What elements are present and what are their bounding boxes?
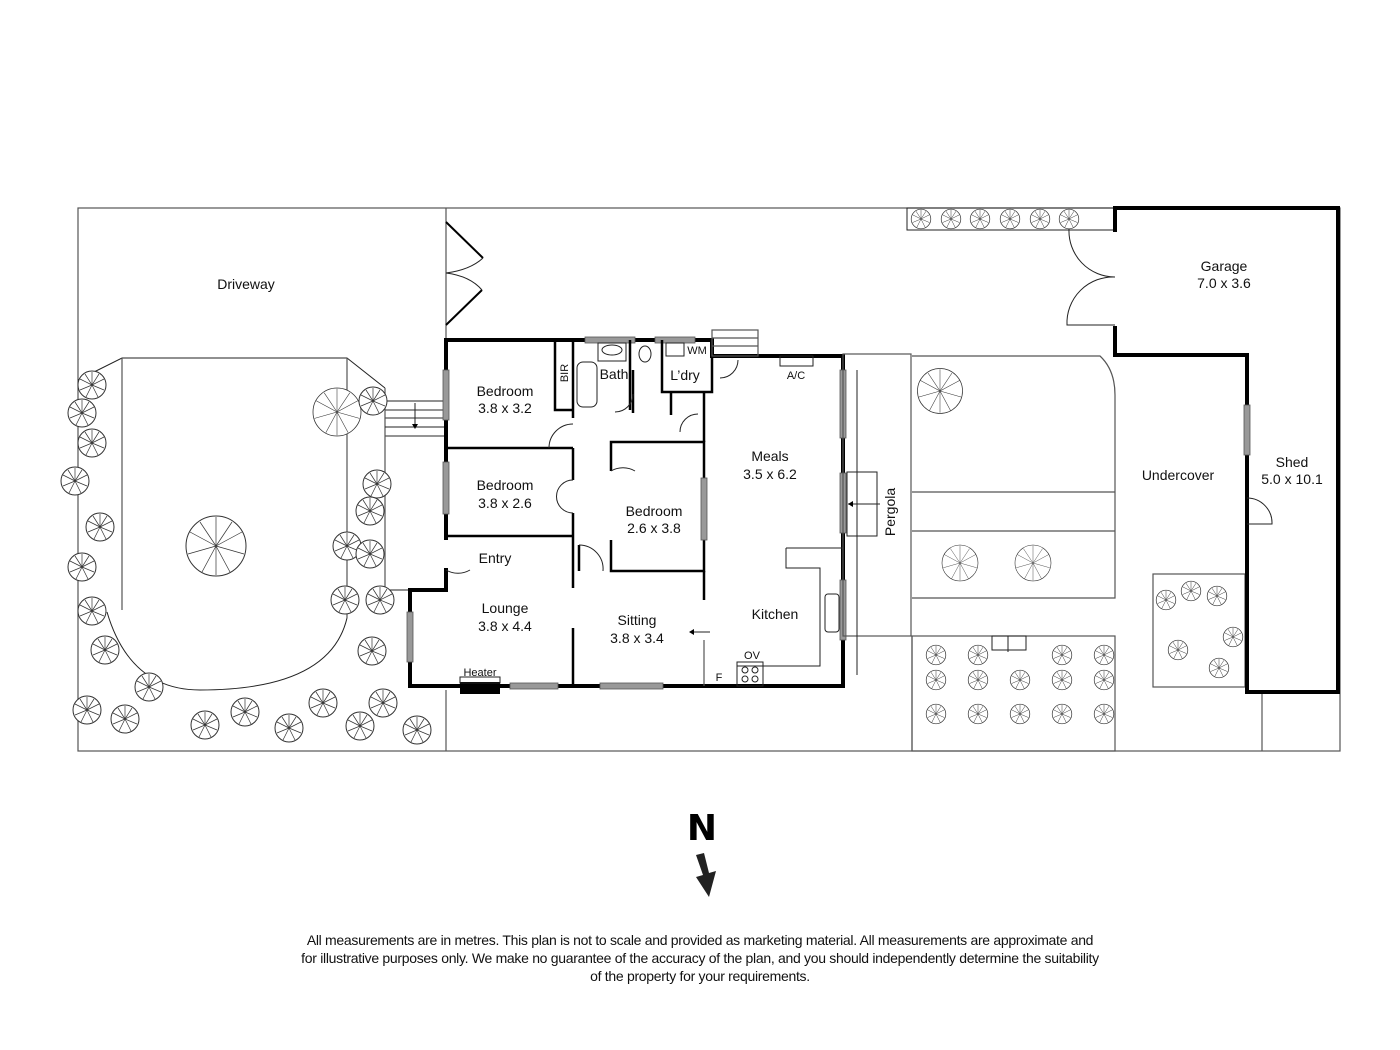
pergola-label: Pergola xyxy=(882,488,898,536)
tree-icon xyxy=(312,387,362,437)
driveway-label: Driveway xyxy=(217,276,275,292)
window xyxy=(442,461,450,515)
room-name: L’dry xyxy=(670,367,700,383)
sink-icon xyxy=(824,593,840,633)
tree-icon xyxy=(185,515,247,577)
vanity-icon xyxy=(597,342,627,362)
room-name: Bedroom xyxy=(477,383,534,399)
ac-unit-icon xyxy=(779,355,814,367)
north-arrow-icon xyxy=(696,853,716,897)
room-name: Sitting xyxy=(618,612,657,628)
fixture-label: WM xyxy=(687,345,707,357)
fixture-label: Heater xyxy=(463,667,496,679)
rear-yard xyxy=(842,207,1246,752)
window xyxy=(406,611,414,663)
room-size: 5.0 x 10.1 xyxy=(1261,471,1323,487)
room-name: Bath xyxy=(600,366,629,382)
window xyxy=(599,682,664,690)
room-size: 3.8 x 4.4 xyxy=(478,618,532,634)
washing-machine-icon xyxy=(665,342,685,357)
room-name: Garage xyxy=(1201,258,1248,274)
room-name: Shed xyxy=(1276,454,1309,470)
compass-label: N xyxy=(686,808,718,849)
room-name: BIR xyxy=(559,364,571,382)
room-name: Entry xyxy=(479,550,512,566)
window xyxy=(509,682,559,690)
bathtub-icon xyxy=(576,361,598,408)
labels: Driveway Bedroom 3.8 x 3.2 Bedroom 3.8 x… xyxy=(217,258,1323,684)
room-size: 3.8 x 2.6 xyxy=(478,495,532,511)
disclaimer-text: All measurements are in metres. This pla… xyxy=(301,932,1099,984)
room-size: 2.6 x 3.8 xyxy=(627,520,681,536)
room-name: Kitchen xyxy=(752,606,799,622)
driveway-gates xyxy=(445,221,484,326)
room-name: Meals xyxy=(751,448,788,464)
room-size: 3.8 x 3.2 xyxy=(478,400,532,416)
room-name: Bedroom xyxy=(477,477,534,493)
front-garden xyxy=(60,357,444,745)
room-name: Bedroom xyxy=(626,503,683,519)
garage-shed xyxy=(1066,206,1340,694)
room-size: 3.8 x 3.4 xyxy=(610,630,664,646)
window xyxy=(584,336,636,344)
room-size: 7.0 x 3.6 xyxy=(1197,275,1251,291)
cooktop-icon xyxy=(736,661,764,687)
heater-icon xyxy=(460,682,500,694)
room-name: Lounge xyxy=(482,600,529,616)
room-size: 3.5 x 6.2 xyxy=(743,466,797,482)
toilet-icon xyxy=(638,345,652,363)
fixture-label: OV xyxy=(744,650,761,662)
interior-walls xyxy=(445,329,843,687)
fixture-label: A/C xyxy=(787,370,805,382)
fixture-label: F xyxy=(716,672,723,684)
window xyxy=(442,369,450,421)
undercover-label: Undercover xyxy=(1142,467,1215,483)
